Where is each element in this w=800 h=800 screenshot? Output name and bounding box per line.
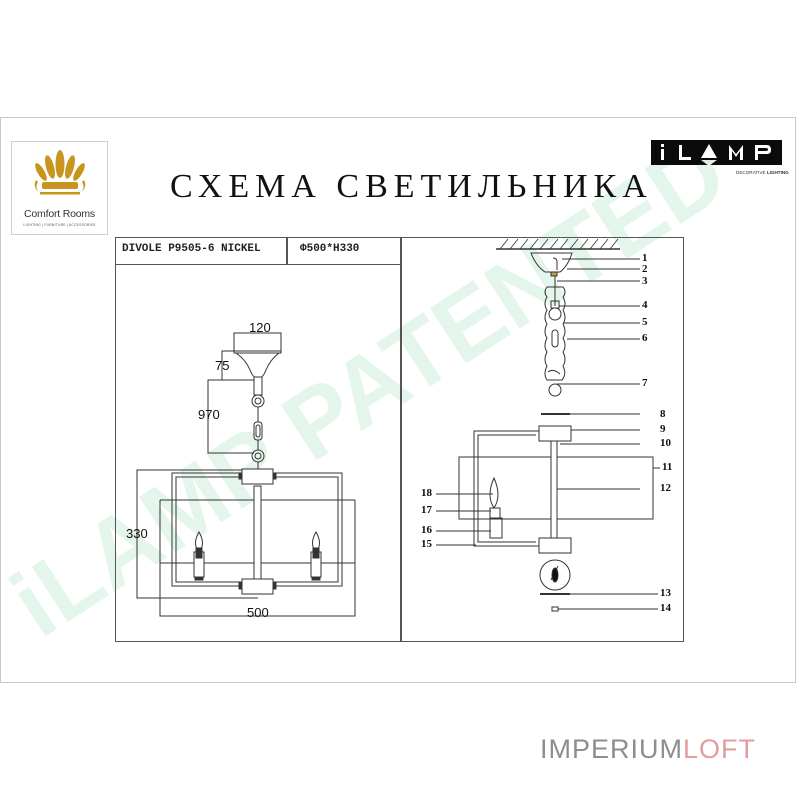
callout-6: 6 bbox=[642, 332, 648, 344]
callout-5: 5 bbox=[642, 316, 648, 328]
ilamp-subtitle-a: DECORATIVE bbox=[736, 170, 766, 175]
callout-17: 17 bbox=[421, 504, 432, 516]
dim-chain-length: 970 bbox=[198, 407, 220, 422]
crown-icon bbox=[34, 150, 86, 195]
callout-3: 3 bbox=[642, 275, 648, 287]
ilamp-subtitle: DECORATIVE LIGHTING bbox=[736, 170, 789, 175]
callout-15: 15 bbox=[421, 538, 432, 550]
ilamp-logo bbox=[651, 140, 782, 165]
ilamp-subtitle-b: LIGHTING bbox=[766, 170, 789, 175]
callout-14: 14 bbox=[660, 602, 671, 614]
model-name: DIVOLE P9505-6 NICKEL bbox=[122, 243, 261, 255]
comfort-rooms-tagline: LIGHTING | FURNITURE | ACCESSORIES bbox=[23, 223, 96, 227]
ilamp-logo-mark bbox=[661, 144, 771, 165]
callout-12: 12 bbox=[660, 482, 671, 494]
callout-1: 1 bbox=[642, 252, 648, 264]
comfort-rooms-logo: Comfort Rooms LIGHTING | FURNITURE | ACC… bbox=[11, 141, 108, 235]
drawing-frame bbox=[115, 237, 684, 642]
dim-canopy-width: 120 bbox=[249, 320, 271, 335]
comfort-rooms-name: Comfort Rooms bbox=[24, 208, 95, 220]
callout-13: 13 bbox=[660, 587, 671, 599]
imperiumloft-brand-a: IMPERIUM bbox=[540, 734, 683, 764]
dim-body-height: 330 bbox=[126, 526, 148, 541]
callout-16: 16 bbox=[421, 524, 432, 536]
page-title: СХЕМА СВЕТИЛЬНИКА bbox=[170, 168, 653, 205]
callout-2: 2 bbox=[642, 263, 648, 275]
model-dimensions: Φ500*H330 bbox=[300, 243, 360, 255]
frame-divider bbox=[400, 237, 402, 642]
callout-8: 8 bbox=[660, 408, 666, 420]
callout-9: 9 bbox=[660, 423, 666, 435]
spec-divider bbox=[286, 237, 288, 265]
imperiumloft-brand-b: LOFT bbox=[683, 734, 757, 764]
imperiumloft-logo: IMPERIUMLOFT bbox=[540, 734, 756, 765]
callout-4: 4 bbox=[642, 299, 648, 311]
callout-7: 7 bbox=[642, 377, 648, 389]
dim-body-width: 500 bbox=[247, 605, 269, 620]
callout-18: 18 bbox=[421, 487, 432, 499]
callout-10: 10 bbox=[660, 437, 671, 449]
dim-canopy-height: 75 bbox=[215, 358, 230, 373]
spec-row bbox=[115, 237, 400, 265]
drawing-sheet bbox=[0, 117, 796, 683]
callout-11: 11 bbox=[662, 461, 673, 473]
